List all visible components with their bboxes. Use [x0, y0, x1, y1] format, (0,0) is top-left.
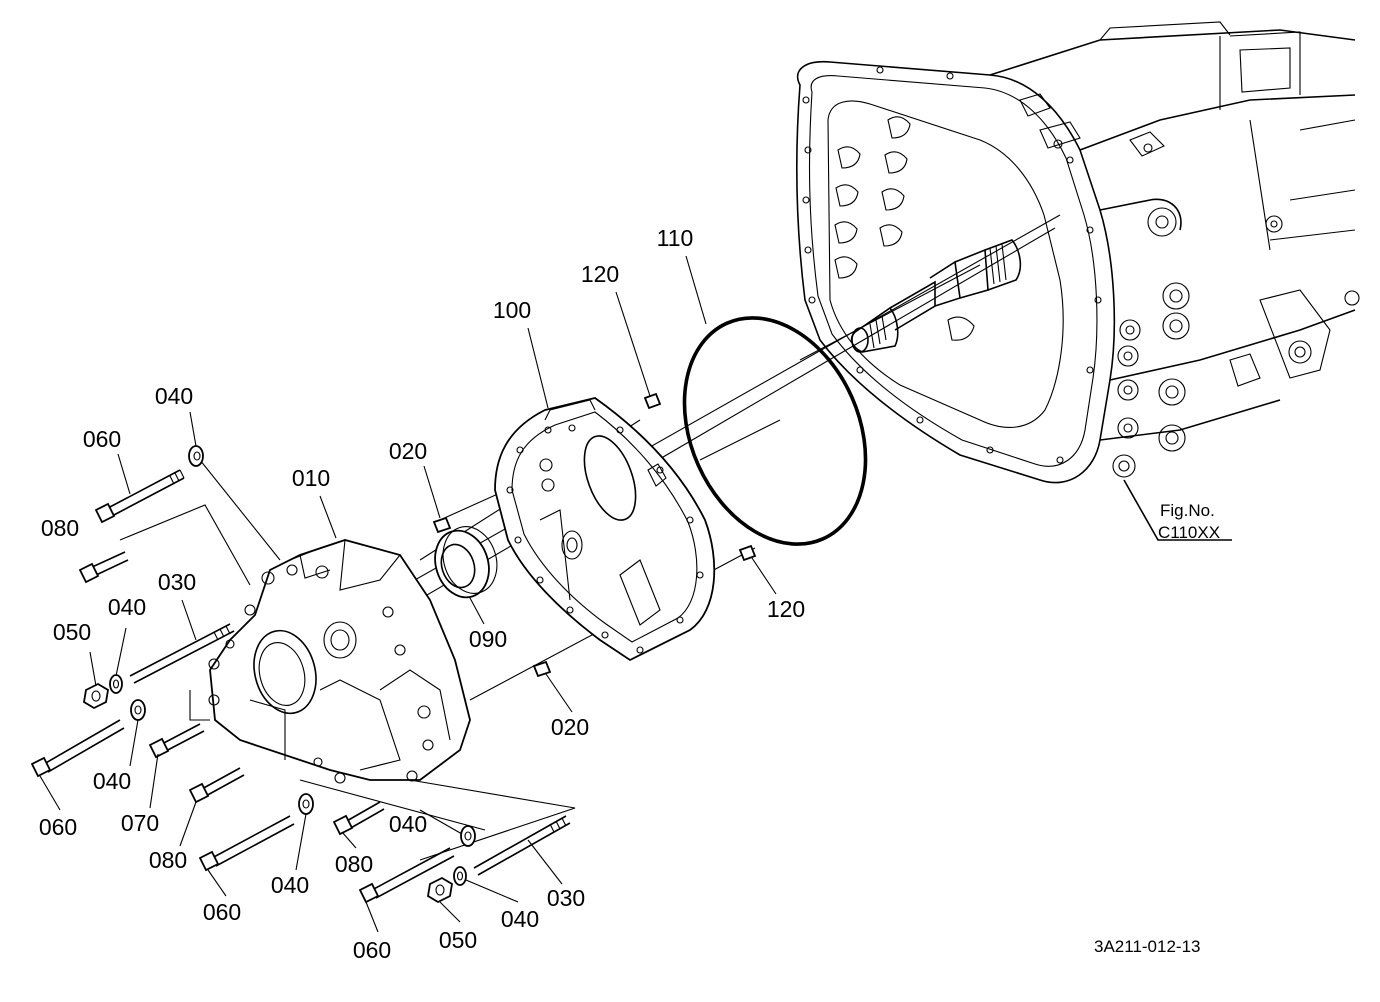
figure-ref-line1: Fig.No.: [1160, 501, 1215, 520]
side-bosses: [1112, 207, 1360, 478]
bolt-060-bottom-left: [198, 815, 295, 872]
washer-040-lower-left: [130, 699, 146, 721]
bolt-070: [148, 723, 205, 759]
oil-seal-090: [434, 526, 498, 599]
part-label-l-030-a: 030: [158, 569, 196, 595]
bolt-080-lower: [188, 767, 245, 804]
part-label-l-040-b: 040: [108, 594, 146, 620]
bolt-080-top: [78, 551, 129, 584]
washer-040-bottom-nut: [453, 866, 467, 886]
part-label-l-110: 110: [657, 225, 694, 251]
leader-lines: [39, 255, 777, 933]
part-label-l-030-b: 030: [547, 885, 585, 911]
part-label-l-040-a: 040: [155, 383, 193, 409]
front-case-holes: [208, 564, 434, 784]
housing-cutouts: [834, 116, 975, 341]
part-label-l-080-a: 080: [41, 515, 79, 541]
part-label-l-100: 100: [493, 297, 531, 323]
bolt-060-top: [94, 469, 185, 524]
stud-030-upper: [129, 623, 235, 684]
part-label-l-080-b: 080: [149, 847, 187, 873]
figure-ref-line2: C110XX: [1158, 523, 1220, 542]
part-label-l-070: 070: [121, 810, 159, 836]
front-case-010: [208, 539, 471, 784]
drawing-code: 3A211-012-13: [1094, 937, 1201, 956]
bolt-060-lower-left: [30, 719, 125, 778]
part-label-l-020-b: 020: [551, 714, 589, 740]
cover-plate-holes: [506, 424, 704, 654]
part-label-l-050-a: 050: [53, 619, 91, 645]
part-label-l-040-c: 040: [93, 768, 131, 794]
bolt-060-bottom: [358, 847, 455, 904]
stud-030-lower: [473, 815, 571, 876]
part-label-l-020-a: 020: [389, 438, 427, 464]
o-ring-110: [682, 316, 868, 546]
part-labels: 040 060 010 080 030 040 050 040 070 060 080 040 080 0…: [39, 225, 805, 963]
bolt-080-bottom: [332, 801, 385, 836]
part-label-l-120-a: 120: [581, 261, 619, 287]
cover-plate-100: [494, 397, 716, 662]
nut-050-left: [83, 682, 109, 710]
part-label-l-040-e: 040: [389, 811, 427, 837]
pin-120-upper: [643, 392, 662, 410]
part-label-l-040-f: 040: [501, 906, 539, 932]
dowel-pin-020-upper: [432, 516, 452, 534]
washer-040-bottom-right: [460, 825, 476, 847]
part-label-l-120-b: 120: [767, 596, 805, 622]
part-label-l-040-d: 040: [271, 872, 309, 898]
pin-120-lower: [738, 544, 757, 562]
flange-holes: [802, 66, 1102, 464]
washer-040-bottom-left: [298, 793, 314, 815]
washer-040-top: [188, 445, 204, 467]
part-label-l-080-c: 080: [335, 851, 373, 877]
part-label-l-050-b: 050: [439, 927, 477, 953]
part-label-l-060-a: 060: [83, 426, 121, 452]
transmission-housing: [795, 21, 1360, 541]
nut-050-bottom: [427, 876, 453, 904]
washer-040-left: [109, 674, 123, 694]
part-label-l-060-b: 060: [39, 814, 77, 840]
input-shaft: [850, 239, 1022, 353]
part-label-l-060-c: 060: [203, 899, 241, 925]
part-label-l-090: 090: [469, 626, 507, 652]
part-label-l-060-d: 060: [353, 937, 391, 963]
part-label-l-010: 010: [292, 465, 330, 491]
dowel-pin-020-lower: [532, 660, 552, 678]
